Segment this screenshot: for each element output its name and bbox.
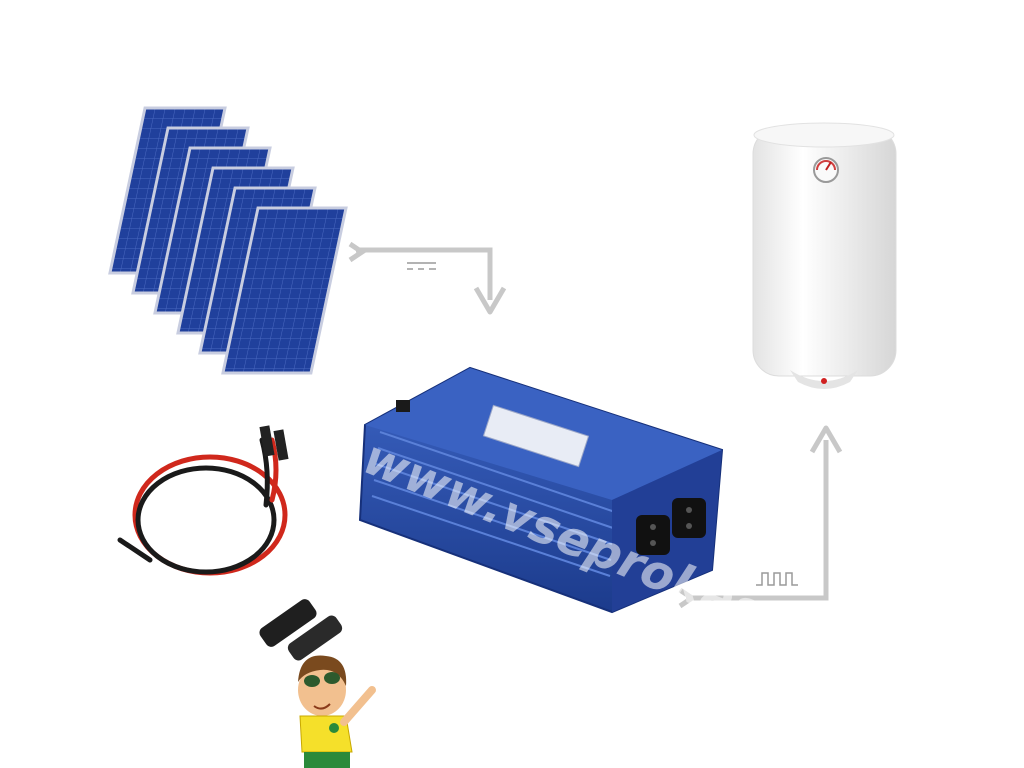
solar-panels	[108, 106, 348, 375]
water-heater	[752, 122, 897, 389]
power-socket	[672, 498, 706, 538]
dc-flow-arrow	[348, 241, 507, 315]
thermometer-icon	[813, 157, 839, 183]
mc4-connectors	[259, 599, 343, 661]
power-socket	[636, 515, 670, 555]
mc4-connector-icon	[259, 425, 289, 461]
ac-flow-arrow	[678, 425, 843, 609]
dc-symbol	[407, 262, 436, 270]
mascot-boy	[298, 655, 376, 768]
square-wave-symbol	[756, 572, 798, 586]
inverter	[358, 366, 724, 614]
solar-cable	[117, 437, 288, 576]
